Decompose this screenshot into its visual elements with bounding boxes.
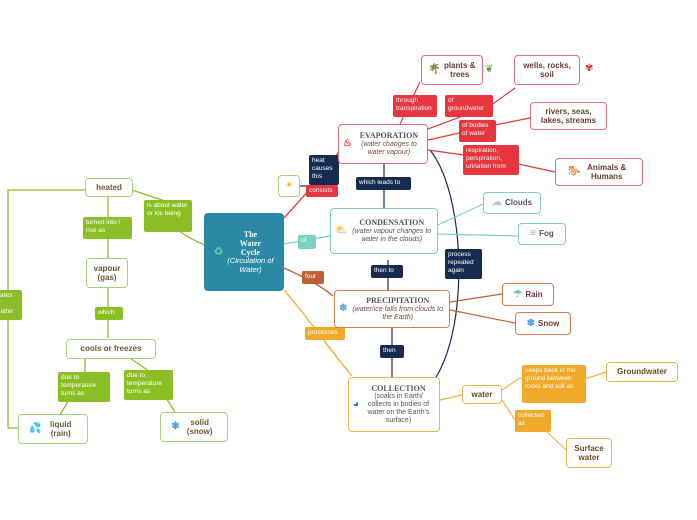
- sun-icon-node[interactable]: ☀: [278, 175, 300, 197]
- then-label: then: [380, 345, 404, 358]
- is-about-label: is about water or ice being: [144, 200, 192, 232]
- turned-label: turned into / rise as: [83, 217, 132, 239]
- transpiration-label: through transpiration: [393, 95, 437, 117]
- liquid-node[interactable]: 💦 liquid (rain): [18, 414, 88, 444]
- animals-humans-node[interactable]: 🐎 Animals & Humans: [555, 158, 643, 186]
- central-topic[interactable]: ♻ The Water Cycle (Circulation of Water): [204, 213, 284, 291]
- groundwater-node[interactable]: Groundwater: [606, 362, 678, 382]
- globe-icon: ◕: [353, 398, 360, 410]
- leaves-icon: ❦: [485, 64, 494, 75]
- condensation-node[interactable]: ⛅ CONDENSATION (water vapour changes to …: [330, 208, 438, 254]
- vapour-node[interactable]: vapour (gas): [86, 258, 128, 288]
- fog-node[interactable]: ≡ Fog: [518, 223, 566, 245]
- seeps-label: seeps back in the ground between rocks a…: [522, 365, 586, 403]
- palm-tree-icon: 🌴: [428, 64, 441, 76]
- water-node[interactable]: water: [462, 385, 502, 404]
- due-temp-label-1: due to temperature turns as: [58, 372, 110, 402]
- cloud-icon: ☁: [491, 197, 502, 209]
- of-label: of: [298, 235, 316, 249]
- of-bodies-label: of bodies of water: [459, 120, 496, 142]
- snow-icon: ❄: [526, 317, 536, 329]
- leads-to-label: which leads to: [356, 177, 411, 190]
- processes-label: processes: [305, 327, 345, 340]
- snow-node[interactable]: ❄ Snow: [515, 312, 571, 335]
- sun-icon: ☀: [284, 180, 294, 192]
- animals-icon: 🐎: [568, 166, 581, 178]
- states-label: states of matter: [0, 290, 22, 320]
- fog-icon: ≡: [530, 228, 537, 240]
- raindrops-icon: 💦: [29, 423, 42, 435]
- collected-as-label: collected as: [515, 410, 551, 432]
- heated-node[interactable]: heated: [85, 178, 133, 197]
- rain-node[interactable]: ☂ Rain: [502, 283, 554, 306]
- rivers-node[interactable]: rivers, seas, lakes, streams: [530, 102, 607, 130]
- consists-label: consists: [306, 185, 338, 197]
- four-label: four: [302, 271, 324, 284]
- wells-node[interactable]: wells, rocks, soil: [514, 55, 580, 85]
- clouds-node[interactable]: ☁ Clouds: [483, 192, 541, 214]
- collection-node[interactable]: ◕ COLLECTION (soaks in Earth/ collects i…: [348, 377, 440, 432]
- maple-leaf-icon: ✾: [585, 63, 594, 74]
- solid-node[interactable]: ❄ solid (snow): [160, 412, 228, 442]
- snowflake-icon: ❄: [171, 421, 180, 433]
- cloud-sun-icon: ⛅: [335, 225, 348, 237]
- precipitation-node[interactable]: ❄ PRECIPITATION (water/ice falls from cl…: [334, 290, 450, 328]
- recycle-icon: ♻: [213, 245, 224, 258]
- which-label: which: [95, 307, 123, 320]
- evaporation-node[interactable]: ♨ EVAPORATION (water changes to water va…: [338, 124, 428, 164]
- heat-causes-label: heat causes this: [309, 155, 339, 185]
- rain-cloud-icon: ☂: [513, 288, 523, 300]
- of-groundwater-label: of groundwater: [445, 95, 493, 117]
- cools-freezes-node[interactable]: cools or freezes: [66, 339, 156, 359]
- then-to-label: then to: [371, 265, 403, 278]
- respiration-label: respiration, perspiration, urination fro…: [463, 145, 519, 175]
- rain-snow-icon: ❄: [339, 303, 348, 315]
- due-temp-label-2: due to temperature turns as: [124, 370, 173, 400]
- surface-water-node[interactable]: Surface water: [566, 438, 612, 468]
- repeated-label: process repeated again: [445, 249, 482, 279]
- steam-icon: ♨: [343, 138, 352, 150]
- plants-trees-node[interactable]: 🌴 plants & trees: [421, 55, 483, 85]
